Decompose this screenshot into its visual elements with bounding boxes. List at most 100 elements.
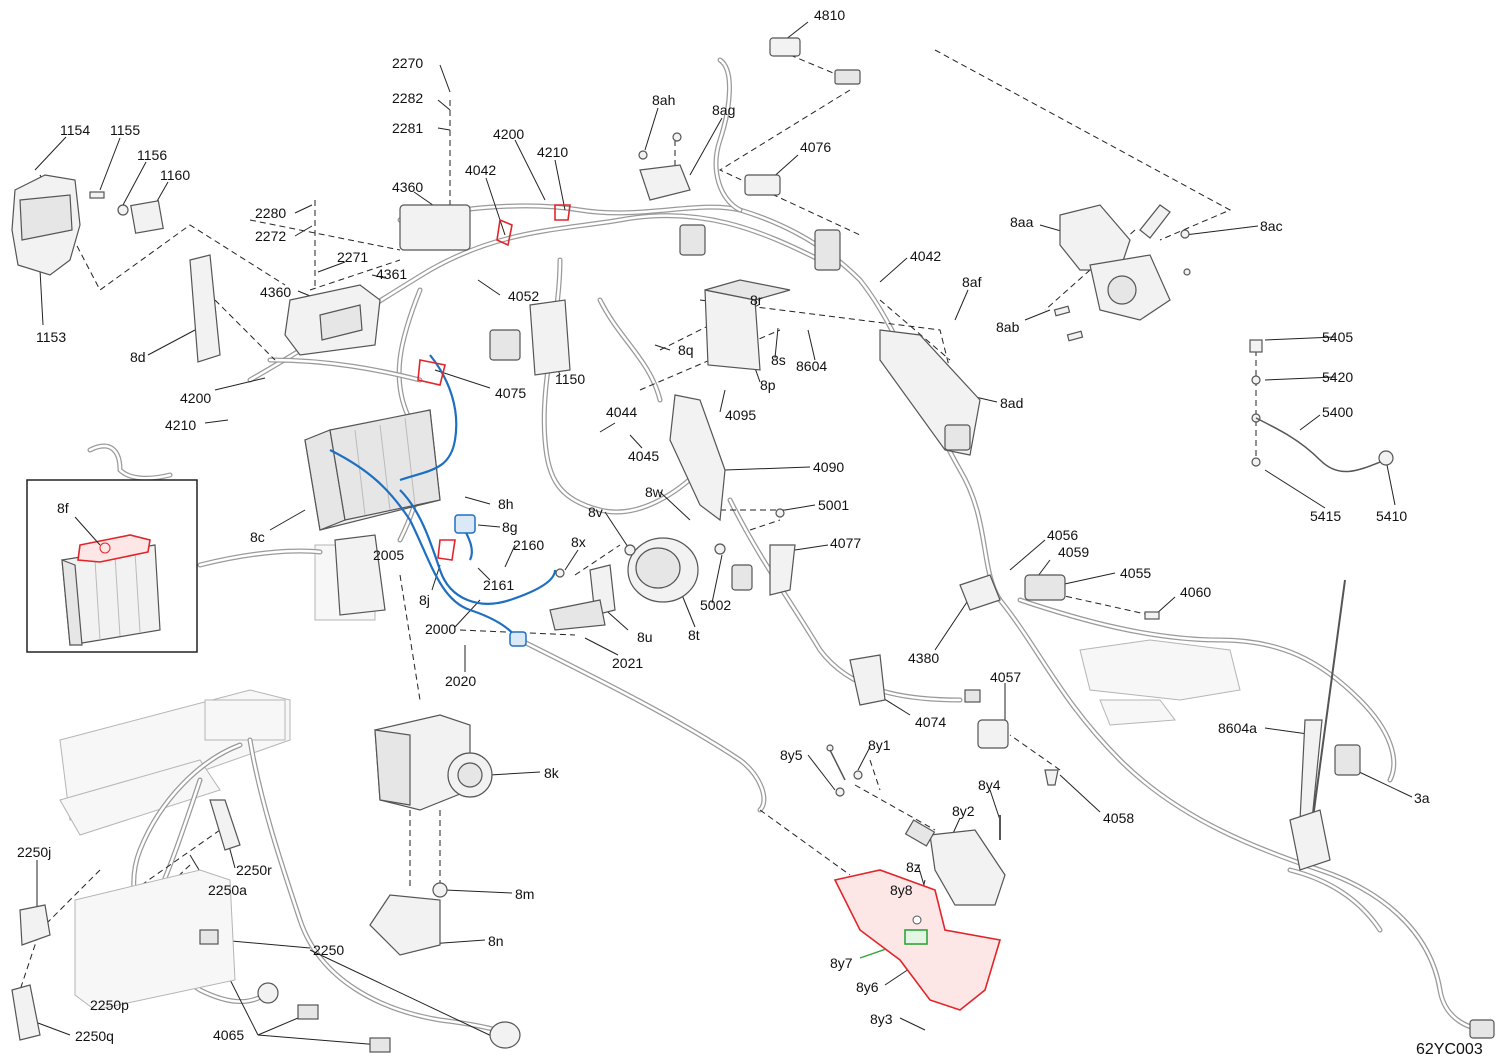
component-4810-connector	[769, 37, 861, 85]
label-8h: 8h	[498, 496, 514, 512]
label-8w: 8w	[645, 484, 664, 500]
label-8y5: 8y5	[780, 747, 803, 763]
component-8y6-bracket-red	[833, 869, 1002, 1011]
label-2250p: 2250p	[90, 997, 129, 1013]
label-2020: 2020	[445, 673, 476, 689]
label-8ag: 8ag	[712, 102, 735, 118]
label-1160: 1160	[160, 167, 190, 183]
label-4052: 4052	[508, 288, 539, 304]
component-4076-connector	[679, 174, 841, 271]
component-8c-battery	[304, 409, 441, 531]
label-4042-top: 4042	[465, 162, 496, 178]
label-3a: 3a	[1414, 790, 1430, 806]
label-2160: 2160	[513, 537, 544, 553]
label-4075: 4075	[495, 385, 526, 401]
label-4200-left: 4200	[180, 390, 211, 406]
label-2250a: 2250a	[208, 882, 247, 898]
label-8af: 8af	[962, 274, 982, 290]
label-1153: 1153	[36, 329, 66, 345]
inset-battery-8f	[26, 479, 198, 653]
component-1150-module	[489, 299, 571, 376]
label-4380: 4380	[908, 650, 939, 666]
label-4076: 4076	[800, 139, 831, 155]
label-5400: 5400	[1322, 404, 1353, 420]
label-2271: 2271	[337, 249, 368, 265]
label-8y7: 8y7	[830, 955, 853, 971]
component-8604a-antenna	[1289, 579, 1495, 1039]
label-2005: 2005	[373, 547, 404, 563]
dashed-leaders	[19, 49, 1257, 991]
label-4210-left: 4210	[165, 417, 196, 433]
label-4077: 4077	[830, 535, 861, 551]
label-8ac: 8ac	[1260, 218, 1283, 234]
label-4060: 4060	[1180, 584, 1211, 600]
label-4360-top: 4360	[392, 179, 423, 195]
label-1154: 1154	[60, 122, 90, 138]
label-8c: 8c	[250, 529, 265, 545]
label-4810: 4810	[814, 7, 845, 23]
label-8m: 8m	[515, 886, 534, 902]
label-2270: 2270	[392, 55, 423, 71]
label-8s: 8s	[771, 352, 786, 368]
label-8y2: 8y2	[952, 803, 975, 819]
component-8aa-actuator	[1053, 204, 1191, 342]
label-4200-top: 4200	[493, 126, 524, 142]
component-8k-abs-module	[374, 714, 493, 898]
label-8f: 8f	[57, 500, 69, 516]
label-5002: 5002	[700, 597, 731, 613]
component-8ad-bracket	[879, 329, 981, 456]
label-8q: 8q	[678, 342, 694, 358]
label-4074: 4074	[915, 714, 946, 730]
label-4042-right: 4042	[910, 248, 941, 264]
component-1153-fuse-box	[11, 174, 164, 276]
label-8g: 8g	[502, 519, 518, 535]
label-8aa: 8aa	[1010, 214, 1034, 230]
label-4361: 4361	[376, 266, 407, 282]
label-5405: 5405	[1322, 329, 1353, 345]
label-4059: 4059	[1058, 544, 1089, 560]
label-5001: 5001	[818, 497, 849, 513]
part-labels: 4810 2270 2282 2281 8ah 8ag 1154 1155 11…	[17, 7, 1483, 1058]
label-2021: 2021	[612, 655, 643, 671]
label-8u: 8u	[637, 629, 653, 645]
label-8v: 8v	[588, 504, 603, 520]
label-1156: 1156	[137, 147, 167, 163]
component-5400-ground-strap	[1249, 339, 1394, 473]
label-8604: 8604	[796, 358, 827, 374]
component-2250-battery-cable	[11, 799, 521, 1053]
label-2272: 2272	[255, 228, 286, 244]
diagram-code: 62YC003	[1416, 1041, 1483, 1058]
label-4044: 4044	[606, 404, 637, 420]
label-8ab: 8ab	[996, 319, 1020, 335]
component-8n-bracket	[369, 894, 441, 956]
ghost-frame-parts	[59, 544, 1241, 836]
label-2281: 2281	[392, 120, 423, 136]
label-5410: 5410	[1376, 508, 1407, 524]
label-2280: 2280	[255, 205, 286, 221]
label-2000: 2000	[425, 621, 456, 637]
label-4045: 4045	[628, 448, 659, 464]
label-5415: 5415	[1310, 508, 1341, 524]
component-4090-bracket	[669, 394, 726, 522]
component-8ah-sensor	[638, 132, 691, 201]
label-4057: 4057	[990, 669, 1021, 685]
label-8y4: 8y4	[978, 777, 1001, 793]
label-2250j: 2250j	[17, 844, 51, 860]
label-8y1: 8y1	[868, 737, 891, 753]
label-8y8: 8y8	[890, 882, 913, 898]
label-2282: 2282	[392, 90, 423, 106]
label-5420: 5420	[1322, 369, 1353, 385]
label-8j: 8j	[419, 592, 430, 608]
label-8y3: 8y3	[870, 1011, 893, 1027]
label-1150: 1150	[555, 371, 585, 387]
label-2161: 2161	[483, 577, 514, 593]
component-2005-module	[334, 534, 386, 616]
highlight-red-parts	[417, 204, 571, 561]
label-2250: 2250	[313, 942, 344, 958]
component-4074-clip	[849, 654, 981, 706]
component-8y2-lock-actuator	[904, 815, 1006, 914]
component-4380-connectors	[959, 574, 1160, 620]
label-8t: 8t	[688, 627, 700, 643]
label-8n: 8n	[488, 933, 504, 949]
